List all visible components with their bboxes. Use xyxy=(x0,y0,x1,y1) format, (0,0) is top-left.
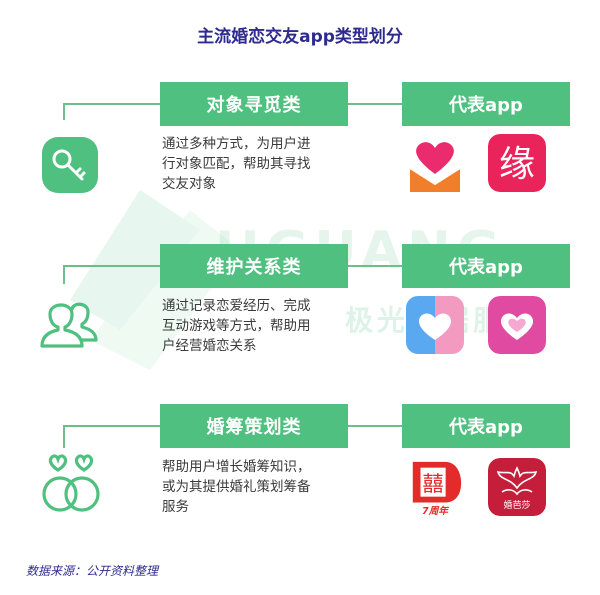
page-title: 主流婚恋交友app类型划分 xyxy=(197,27,403,47)
description-line: 通过多种方式，为用户进 xyxy=(162,136,311,152)
rings-hearts-icon xyxy=(42,454,100,512)
description-line: 互动游戏等方式，帮助用 xyxy=(162,318,311,334)
key-icon xyxy=(42,137,98,193)
connector-left-3 xyxy=(63,426,65,448)
description-matching: 通过多种方式，为用户进 行对象匹配，帮助其寻找 交友对象 xyxy=(162,134,357,194)
category-matching: 对象寻觅类 xyxy=(160,82,348,126)
xi-seal-app-icon: 囍 7周年 xyxy=(412,461,462,516)
phoenix-app-icon: 婚芭莎 xyxy=(488,458,546,516)
category-relationship: 维护关系类 xyxy=(160,244,348,288)
connector-mid-1 xyxy=(347,103,403,105)
yuan-glyph: 缘 xyxy=(499,144,535,185)
connector-left-2 xyxy=(63,266,65,284)
description-line: 行对象匹配，帮助其寻找 xyxy=(162,156,311,172)
data-source-footer: 数据来源：公开资料整理 xyxy=(26,564,159,578)
description-line: 帮助用户增长婚筹知识， xyxy=(162,459,311,475)
pink-heart-app-icon xyxy=(488,296,546,354)
description-wedding-planning: 帮助用户增长婚筹知识， 或为其提供婚礼策划筹备 服务 xyxy=(162,457,357,517)
description-line: 服务 xyxy=(162,499,189,515)
connector-mid-3 xyxy=(347,425,403,427)
phoenix-caption: 婚芭莎 xyxy=(503,499,530,511)
connector-left-1h xyxy=(63,103,161,105)
xi-glyph: 囍 xyxy=(422,472,443,497)
description-line: 或为其提供婚礼策划筹备 xyxy=(162,479,311,495)
description-relationship: 通过记录恋爱经历、完成 互动游戏等方式，帮助用 户经营婚恋关系 xyxy=(162,296,357,356)
connector-mid-2 xyxy=(347,265,403,267)
anniversary-badge: 7周年 xyxy=(422,505,449,516)
split-heart-app-icon xyxy=(406,296,464,354)
description-line: 户经营婚恋关系 xyxy=(162,338,257,354)
description-line: 通过记录恋爱经历、完成 xyxy=(162,298,311,314)
couple-users-icon xyxy=(40,302,98,348)
representative-app-label-3: 代表app xyxy=(402,404,570,448)
yuan-character-app-icon: 缘 xyxy=(488,134,546,192)
representative-app-label-1: 代表app xyxy=(402,82,570,126)
representative-app-label-2: 代表app xyxy=(402,244,570,288)
heart-envelope-app-icon xyxy=(409,142,461,192)
category-wedding-planning: 婚筹策划类 xyxy=(160,404,348,448)
connector-left-3h xyxy=(63,425,161,427)
connector-left-1 xyxy=(63,104,65,120)
connector-left-2h xyxy=(63,265,161,267)
description-line: 交友对象 xyxy=(162,176,216,192)
